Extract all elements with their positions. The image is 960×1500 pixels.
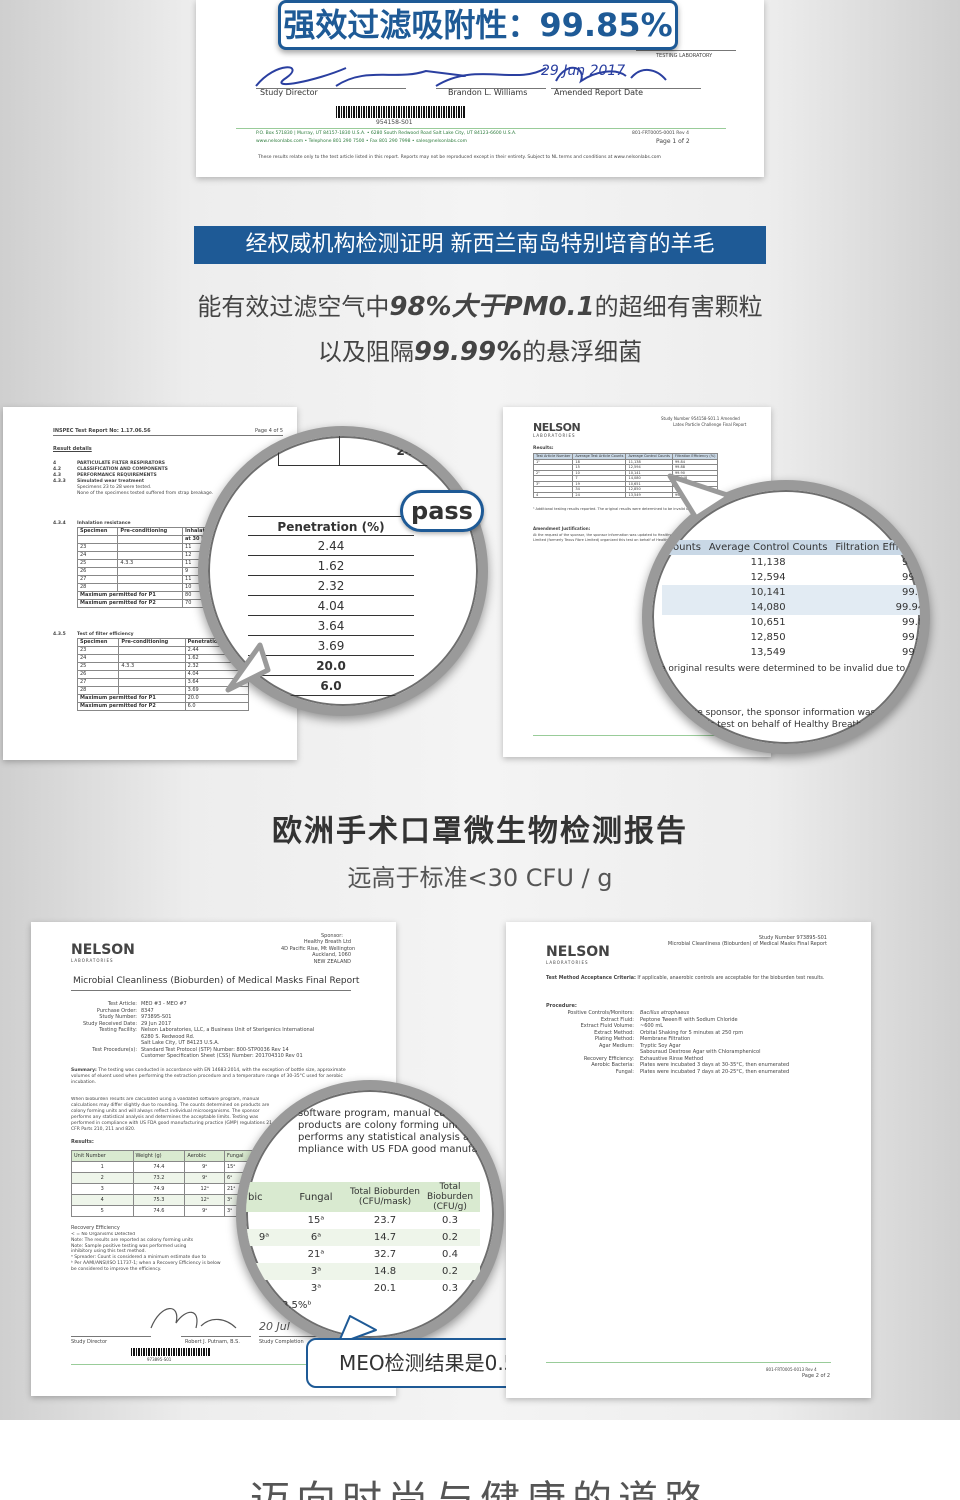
study-info: Test Article:MEO #3 - MEO #7 Purchase Or… (83, 1001, 315, 1059)
lens-header: Penetration (%) (248, 516, 414, 536)
nelson-bioburden-report: NELSON LABORATORIES Sponsor: Healthy Bre… (31, 922, 396, 1396)
summary-text: Summary: The testing was conducted in ac… (71, 1068, 346, 1085)
result-details: Result details (53, 446, 92, 452)
barcode (336, 106, 466, 118)
director-name: Brandon L. Williams (448, 88, 528, 97)
lens-filtration-table: Counts Average Control Counts Filtration… (662, 540, 920, 660)
signature-date-2: 20 Jul (259, 1320, 290, 1333)
barcode-id: 954158-S01 (376, 119, 413, 126)
recovery-row: Recovery Efficiency (71, 1225, 120, 1231)
lens-pointer-left (225, 642, 271, 693)
contacts-line: www.nelsonlabs.com • Telephone 801 290 7… (256, 139, 468, 144)
lens-number: 240 (396, 444, 422, 458)
lead-line-2: 以及阻隔99.99%的悬浮细菌 (317, 337, 643, 367)
inspec-header-left: INSPEC Test Report No: 1.17.06.56 (53, 428, 151, 434)
nelson-logo-3: NELSON (546, 944, 610, 960)
bioburden-text: When bioburden results are calculated us… (71, 1097, 273, 1132)
authority-banner: 经权威机构检测证明 新西兰南岛特别培育的羊毛 (194, 226, 766, 264)
lens-pointer-bottom (337, 1315, 377, 1345)
microbial-subtitle: 远高于标准<30 CFU / g (347, 864, 613, 892)
pass-badge: pass (400, 490, 484, 532)
nelson-logo-2: NELSON (71, 942, 135, 958)
signatures (255, 66, 667, 87)
microbial-title: 欧洲手术口罩微生物检测报告 (272, 814, 688, 849)
lead-line-1: 能有效过滤空气中98%大于PM0.1的超细有害颗粒 (197, 292, 763, 322)
lens-sponsor-2: this test on behalf of Healthy Breath Li… (698, 720, 881, 730)
procedure-list: Positive Controls/Monitors:Bacillus atro… (567, 1010, 790, 1075)
notes-block: < = No Organisms Detected Note: The resu… (71, 1232, 221, 1272)
lens-sponsor-1: the sponsor, the sponsor information was… (688, 708, 896, 718)
lens-penetration-table: Penetration (%) 2.44 1.62 2.32 4.04 3.64… (248, 516, 414, 696)
lens-bioburden-table: bic Fungal Total Bioburden (CFU/mask) To… (246, 1182, 480, 1314)
signature-2 (150, 1308, 237, 1329)
sponsor-block: Healthy Breath Ltd 4D Pacific Rise, Mt W… (281, 939, 356, 965)
bioburden-title: Microbial Cleanliness (Bioburden) of Med… (73, 976, 360, 986)
barcode-2 (131, 1348, 211, 1356)
nelson1-report-title: Latex Particle Challenge Final Report (673, 422, 747, 427)
nelson1-study-no: Study Number 954158-S01.1 Amended (661, 416, 740, 421)
signature-date: 29 Jun 2017 (541, 63, 626, 79)
bottom-band (0, 1420, 960, 1500)
nelson3-report-title: Microbial Cleanliness (Bioburden) of Med… (667, 941, 827, 947)
disclaimer: These results relate only to the test ar… (258, 155, 661, 160)
magnifier-bioburden: software program, manual calcula product… (236, 1080, 504, 1348)
testing-lab-label: TESTING LABORATORY (656, 53, 713, 59)
nelson3-study-no: Study Number 973895-S01 (758, 935, 827, 941)
lens-bioburden-text: software program, manual calcula product… (298, 1108, 504, 1155)
inspec-header-right: Page 4 of 5 (255, 428, 284, 434)
nelson-bioburden-page2: NELSON LABORATORIES Study Number 973895-… (506, 922, 871, 1398)
nelson-logo: NELSON (533, 421, 581, 434)
slogan: 迈向时尚与健康的道路 (0, 1468, 960, 1500)
lens-pointer-right (667, 473, 733, 521)
amended-date-label: Amended Report Date (554, 88, 644, 97)
filtration-badge: 强效过滤吸附性：99.85% (278, 0, 678, 50)
magnifier-filtration: Counts Average Control Counts Filtration… (642, 480, 930, 754)
study-director-label: Study Director (260, 88, 318, 97)
lens-note: e original results were determined to be… (660, 664, 930, 674)
address-line: P.O. Box 571830 | Murray, UT 84157-1830 … (256, 131, 517, 136)
acceptance-text: Test Method Acceptance Criteria: If appl… (546, 976, 825, 981)
page-number: Page 1 of 2 (656, 138, 690, 145)
doc-number: 801-FRT0005-0001 Rev 4 (632, 131, 689, 136)
